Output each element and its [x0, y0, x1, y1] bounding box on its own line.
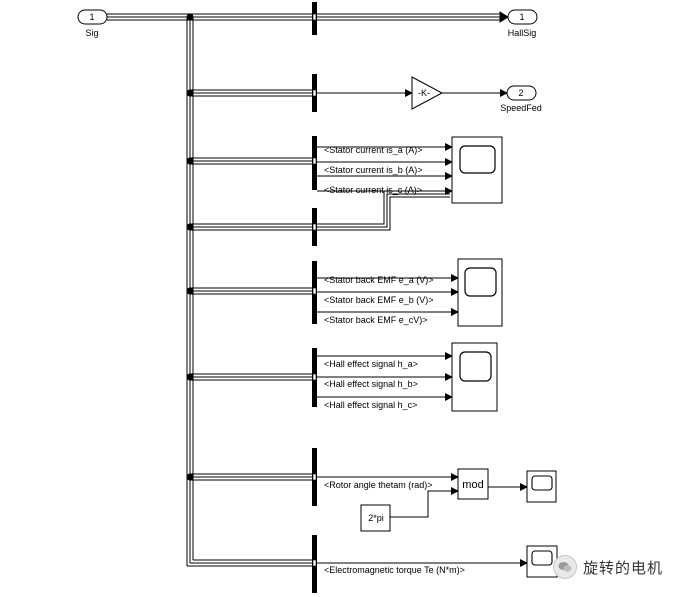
scope-2[interactable]: [457, 258, 503, 327]
constant-label: 2*pi: [368, 513, 384, 523]
signal-is-b: <Stator current is_b (A)>: [324, 165, 423, 175]
signal-emf-c: <Stator back EMF e_cV)>: [324, 315, 428, 325]
scope-4[interactable]: [526, 470, 557, 503]
inport-number: 1: [89, 12, 94, 22]
back-emf-wires: [317, 274, 459, 316]
signal-hall-a: <Hall effect signal h_a>: [324, 359, 418, 369]
signal-hall-c: <Hall effect signal h_c>: [324, 400, 417, 410]
watermark-text: 旋转的电机: [582, 558, 663, 577]
signal-emf-a: <Stator back EMF e_a (V)>: [324, 275, 434, 285]
inport-sig[interactable]: 1 Sig: [77, 9, 108, 38]
signal-rotor-angle: <Rotor angle thetam (rad)>: [324, 480, 433, 490]
bus-trunk: [107, 13, 194, 566]
outport-1-name: HallSig: [508, 28, 537, 38]
signal-hall-b: <Hall effect signal h_b>: [324, 379, 418, 389]
inport-name: Sig: [85, 28, 98, 38]
signal-is-a: <Stator current is_a (A)>: [324, 145, 423, 155]
wire-hallsig: [317, 11, 509, 23]
bus-branches: [187, 13, 312, 567]
gain-block[interactable]: -K-: [411, 76, 444, 110]
outport-hallsig[interactable]: 1 HallSig: [507, 9, 538, 38]
signal-torque: <Electromagnetic torque Te (N*m)>: [324, 565, 465, 575]
hall-wires: [317, 352, 453, 401]
signal-is-c: <Stator current is_c (A)>: [324, 185, 422, 195]
outport-2-name: SpeedFed: [500, 103, 542, 113]
gain-label: -K-: [418, 88, 430, 98]
mod-label: mod: [462, 479, 483, 491]
constant-block[interactable]: 2*pi: [360, 504, 391, 532]
scope-3[interactable]: [451, 342, 498, 412]
wire-selector4-scope1: [317, 190, 450, 231]
wechat-icon: [552, 555, 577, 579]
outport-speedfed[interactable]: 2 SpeedFed: [500, 85, 542, 113]
mod-block[interactable]: mod: [457, 468, 489, 500]
watermark: 旋转的电机: [552, 555, 663, 579]
signal-emf-b: <Stator back EMF e_b (V)>: [324, 295, 434, 305]
outport-1-number: 1: [519, 12, 524, 22]
junction-dots: [186, 13, 194, 481]
scope-1[interactable]: [451, 136, 503, 204]
outport-2-number: 2: [518, 88, 523, 98]
